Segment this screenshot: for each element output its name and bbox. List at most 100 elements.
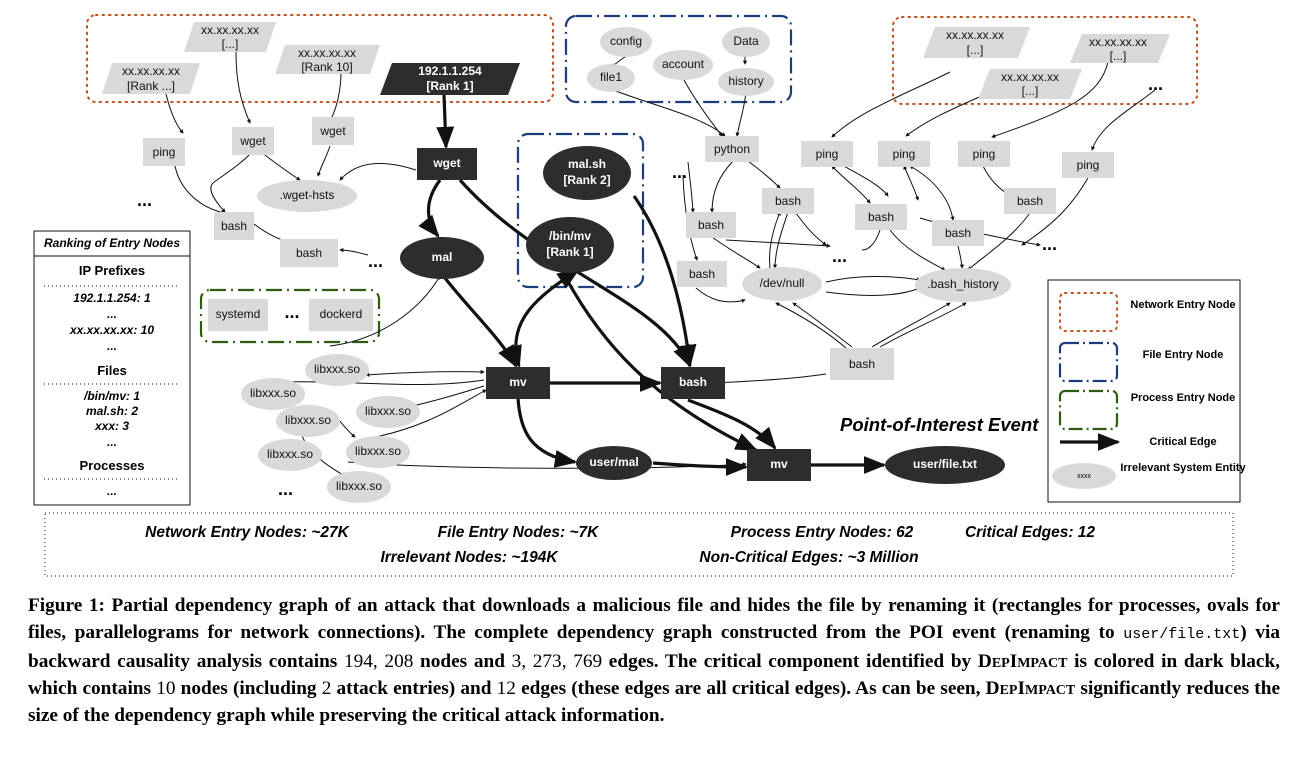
non-critical-edges [165, 51, 1156, 477]
svg-text:dockerd: dockerd [320, 307, 363, 321]
svg-text:...: ... [107, 435, 117, 449]
svg-text:xxx: 3: xxx: 3 [94, 419, 129, 433]
file-bash-history: .bash_history [915, 268, 1011, 302]
process-bash-2: bash [280, 239, 338, 267]
svg-text:.wget-hsts: .wget-hsts [280, 188, 335, 202]
file-wget-hsts: .wget-hsts [257, 180, 357, 212]
process-bash-5: bash [677, 261, 727, 287]
svg-text:Irrelevant System Entity: Irrelevant System Entity [1120, 462, 1246, 474]
process-entry-group [199, 288, 381, 344]
svg-text:bash: bash [679, 375, 707, 389]
svg-text:Critical Edges: 12: Critical Edges: 12 [965, 524, 1095, 541]
svg-text:192.1.1.254: 1: 192.1.1.254: 1 [73, 291, 151, 305]
svg-text:ping: ping [1077, 158, 1100, 172]
svg-text:File Entry Node: File Entry Node [1143, 349, 1224, 361]
svg-text:bash: bash [868, 210, 894, 224]
file-history: history [718, 68, 774, 96]
process-bash-8: bash [932, 220, 984, 246]
file-libxxx-4: libxxx.so [276, 405, 340, 437]
network-node-6: xx.xx.xx.xx [...] [1070, 34, 1170, 63]
svg-text:ping: ping [153, 145, 176, 159]
file-config: config [600, 27, 652, 57]
svg-text:...: ... [107, 339, 117, 353]
process-ping-4: ping [958, 141, 1010, 167]
svg-text:xx.xx.xx.xx: xx.xx.xx.xx [1089, 35, 1147, 49]
svg-text:/bin/mv: 1: /bin/mv: 1 [83, 389, 140, 403]
svg-text:xx.xx.xx.xx: xx.xx.xx.xx [298, 46, 356, 60]
svg-text:mal: mal [432, 250, 453, 264]
svg-text:bash: bash [689, 267, 715, 281]
svg-text:history: history [728, 74, 763, 88]
svg-text:bash: bash [849, 357, 875, 371]
svg-text:Irrelevant Nodes: ~194K: Irrelevant Nodes: ~194K [380, 549, 559, 566]
poi-event-label: Point-of-Interest Event [840, 414, 1039, 435]
svg-text:libxxx.so: libxxx.so [336, 479, 382, 493]
critical-process-mv-1: mv [486, 367, 550, 399]
ranking-files-header: Files [97, 363, 127, 378]
svg-text:[Rank 10]: [Rank 10] [301, 60, 352, 74]
process-ping-5: ping [1062, 152, 1114, 178]
svg-text:libxxx.so: libxxx.so [365, 404, 411, 418]
file-file1: file1 [587, 64, 635, 92]
process-bash-7: bash [1004, 188, 1056, 214]
svg-text:libxxx.so: libxxx.so [314, 362, 360, 376]
svg-text:file1: file1 [600, 70, 622, 84]
process-bash-6: bash [855, 204, 907, 230]
ellipsis-markers: ... ... ... ... ... ... ... [137, 74, 1163, 499]
critical-file-user-file-txt: user/file.txt [885, 446, 1005, 484]
svg-text:/dev/null: /dev/null [760, 276, 805, 290]
ranking-box: Ranking of Entry Nodes IP Prefixes 192.1… [33, 230, 191, 506]
svg-text:Non-Critical Edges: ~3 Million: Non-Critical Edges: ~3 Million [699, 549, 918, 566]
network-entry-group-right [892, 16, 1198, 105]
process-ping-1: ping [143, 138, 185, 166]
svg-text:Data: Data [733, 34, 759, 48]
svg-text:mv: mv [770, 457, 788, 471]
svg-text:config: config [610, 34, 642, 48]
process-wget-2: wget [312, 117, 354, 145]
svg-text:python: python [714, 142, 750, 156]
process-ping-2: ping [801, 141, 853, 167]
svg-text:libxxx.so: libxxx.so [355, 444, 401, 458]
svg-text:libxxx.so: libxxx.so [267, 447, 313, 461]
network-node-192-1-1-254: 192.1.1.254 [Rank 1] [380, 63, 520, 95]
svg-text:...: ... [278, 479, 293, 499]
network-node-3: xx.xx.xx.xx [Rank 10] [275, 45, 380, 74]
file-libxxx-1: libxxx.so [305, 354, 369, 386]
svg-text:[Rank 1]: [Rank 1] [546, 245, 593, 259]
process-python: python [705, 136, 759, 162]
svg-text:wget: wget [239, 134, 266, 148]
network-node-5: xx.xx.xx.xx [...] [923, 27, 1030, 58]
critical-file-mal: mal [400, 237, 484, 279]
svg-text:[...]: [...] [967, 43, 984, 57]
file-libxxx-3: libxxx.so [356, 396, 420, 428]
critical-edges [418, 94, 887, 476]
process-wget-1: wget [232, 127, 274, 155]
svg-text:libxxx.so: libxxx.so [250, 386, 296, 400]
process-bash-1: bash [214, 212, 254, 240]
svg-text:Network Entry Nodes: ~27K: Network Entry Nodes: ~27K [145, 524, 351, 541]
svg-text:[Rank 2]: [Rank 2] [563, 173, 610, 187]
dependency-graph-diagram: xx.xx.xx.xx [...] xx.xx.xx.xx [Rank ...]… [33, 14, 1247, 577]
svg-text:Process Entry Nodes: 62: Process Entry Nodes: 62 [731, 524, 914, 541]
svg-text:...: ... [1042, 234, 1057, 254]
svg-text:bash: bash [296, 246, 322, 260]
svg-text:ping: ping [816, 147, 839, 161]
critical-file-user-mal: user/mal [576, 446, 652, 480]
svg-text:...: ... [672, 162, 687, 182]
svg-text:...: ... [107, 484, 117, 498]
svg-text:Network Entry Node: Network Entry Node [1130, 299, 1235, 311]
file-data: Data [722, 27, 770, 57]
svg-text:mal.sh: mal.sh [568, 157, 606, 171]
process-bash-4: bash [686, 212, 736, 238]
svg-text:xxxx: xxxx [1077, 473, 1092, 480]
file-libxxx-7: libxxx.so [327, 471, 391, 503]
svg-text:[...]: [...] [222, 37, 239, 51]
critical-file-mal-sh: mal.sh [Rank 2] [543, 146, 631, 200]
svg-text:systemd: systemd [216, 307, 261, 321]
svg-text:ping: ping [893, 147, 916, 161]
svg-text:[Rank 1]: [Rank 1] [426, 79, 473, 93]
file-libxxx-6: libxxx.so [258, 439, 322, 471]
svg-text:[Rank ...]: [Rank ...] [127, 79, 175, 93]
process-bash-3: bash [762, 188, 814, 214]
critical-process-mv-2: mv [747, 449, 811, 481]
